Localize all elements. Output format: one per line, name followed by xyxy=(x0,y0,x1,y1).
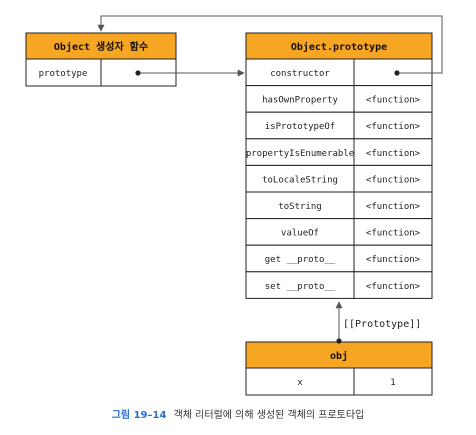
constructor-box: Object 생성자 함수 prototype xyxy=(25,32,177,87)
prototype-box: Object.prototype constructor hasOwnProper… xyxy=(245,32,433,299)
prototype-row-key: isPrototypeOf xyxy=(265,122,335,132)
prototype-constructor-dot xyxy=(394,70,400,76)
prototype-row-value-cell xyxy=(353,218,433,246)
prototype-row-value-cell xyxy=(353,164,433,193)
prototype-row-value: <function> xyxy=(366,122,421,132)
prototype-row-value: <function> xyxy=(366,202,421,212)
constructor-link-arrow xyxy=(97,15,443,74)
prototype-row-key: toLocaleString xyxy=(262,175,338,185)
prototype-row-value: <function> xyxy=(366,255,421,265)
obj-row-key: x xyxy=(297,378,303,388)
prototype-row-key: toString xyxy=(278,202,321,212)
prototype-row-key: set __proto__ xyxy=(265,282,336,292)
obj-row-value: 1 xyxy=(390,378,395,388)
constructor-prototype-dot xyxy=(135,70,141,76)
prototype-row-key-cell xyxy=(245,85,355,113)
prototype-row-key-cell xyxy=(245,138,355,166)
prototype-row-value: <function> xyxy=(366,282,421,292)
prototype-link-label: [[Prototype]] xyxy=(343,319,421,330)
figure-caption: 그림 19–14 객체 리터럴에 의해 생성된 객체의 프로토타입 xyxy=(112,408,365,421)
prototype-box-title: Object.prototype xyxy=(291,41,387,53)
constructor-box-title: Object 생성자 함수 xyxy=(54,40,148,53)
prototype-row-value: <function> xyxy=(366,96,421,106)
prototype-row-key-cell xyxy=(245,218,355,246)
prototype-row-key: valueOf xyxy=(281,229,319,239)
prototype-row-key: propertyIsEnumerable xyxy=(246,149,354,159)
prototype-row-value-cell xyxy=(353,58,433,87)
prototype-row-key: get __proto__ xyxy=(265,255,336,265)
prototype-row-value-cell xyxy=(353,191,433,220)
constructor-row-key-cell xyxy=(25,58,102,87)
prototype-rows: constructor hasOwnProperty <function> isPro… xyxy=(245,58,433,299)
prototype-row-key: hasOwnProperty xyxy=(262,96,338,106)
prototype-row-value: <function> xyxy=(366,229,421,239)
prototype-row-value-cell xyxy=(353,244,433,273)
obj-box: obj x 1 xyxy=(245,341,433,396)
obj-row-key-cell xyxy=(245,367,355,396)
prototype-row-value: <function> xyxy=(366,175,421,185)
obj-prototype-dot xyxy=(336,338,342,344)
caption-text: 객체 리터럴에 의해 생성된 객체의 프로토타입 xyxy=(174,408,365,421)
prototype-row-key-cell xyxy=(245,58,355,87)
constructor-box-header xyxy=(25,32,177,60)
caption-figure-number: 그림 19–14 xyxy=(112,409,167,421)
obj-row-value-cell xyxy=(353,367,433,396)
prototype-row-key: constructor xyxy=(270,69,330,79)
prototype-row-value: <function> xyxy=(366,149,421,159)
prototype-row-key-cell xyxy=(245,271,355,299)
prototype-row-value-cell xyxy=(353,271,433,299)
constructor-row-key: prototype xyxy=(39,69,88,79)
prototype-row-value-cell xyxy=(353,138,433,166)
obj-box-title: obj xyxy=(330,350,348,362)
prototype-box-header xyxy=(245,32,433,60)
